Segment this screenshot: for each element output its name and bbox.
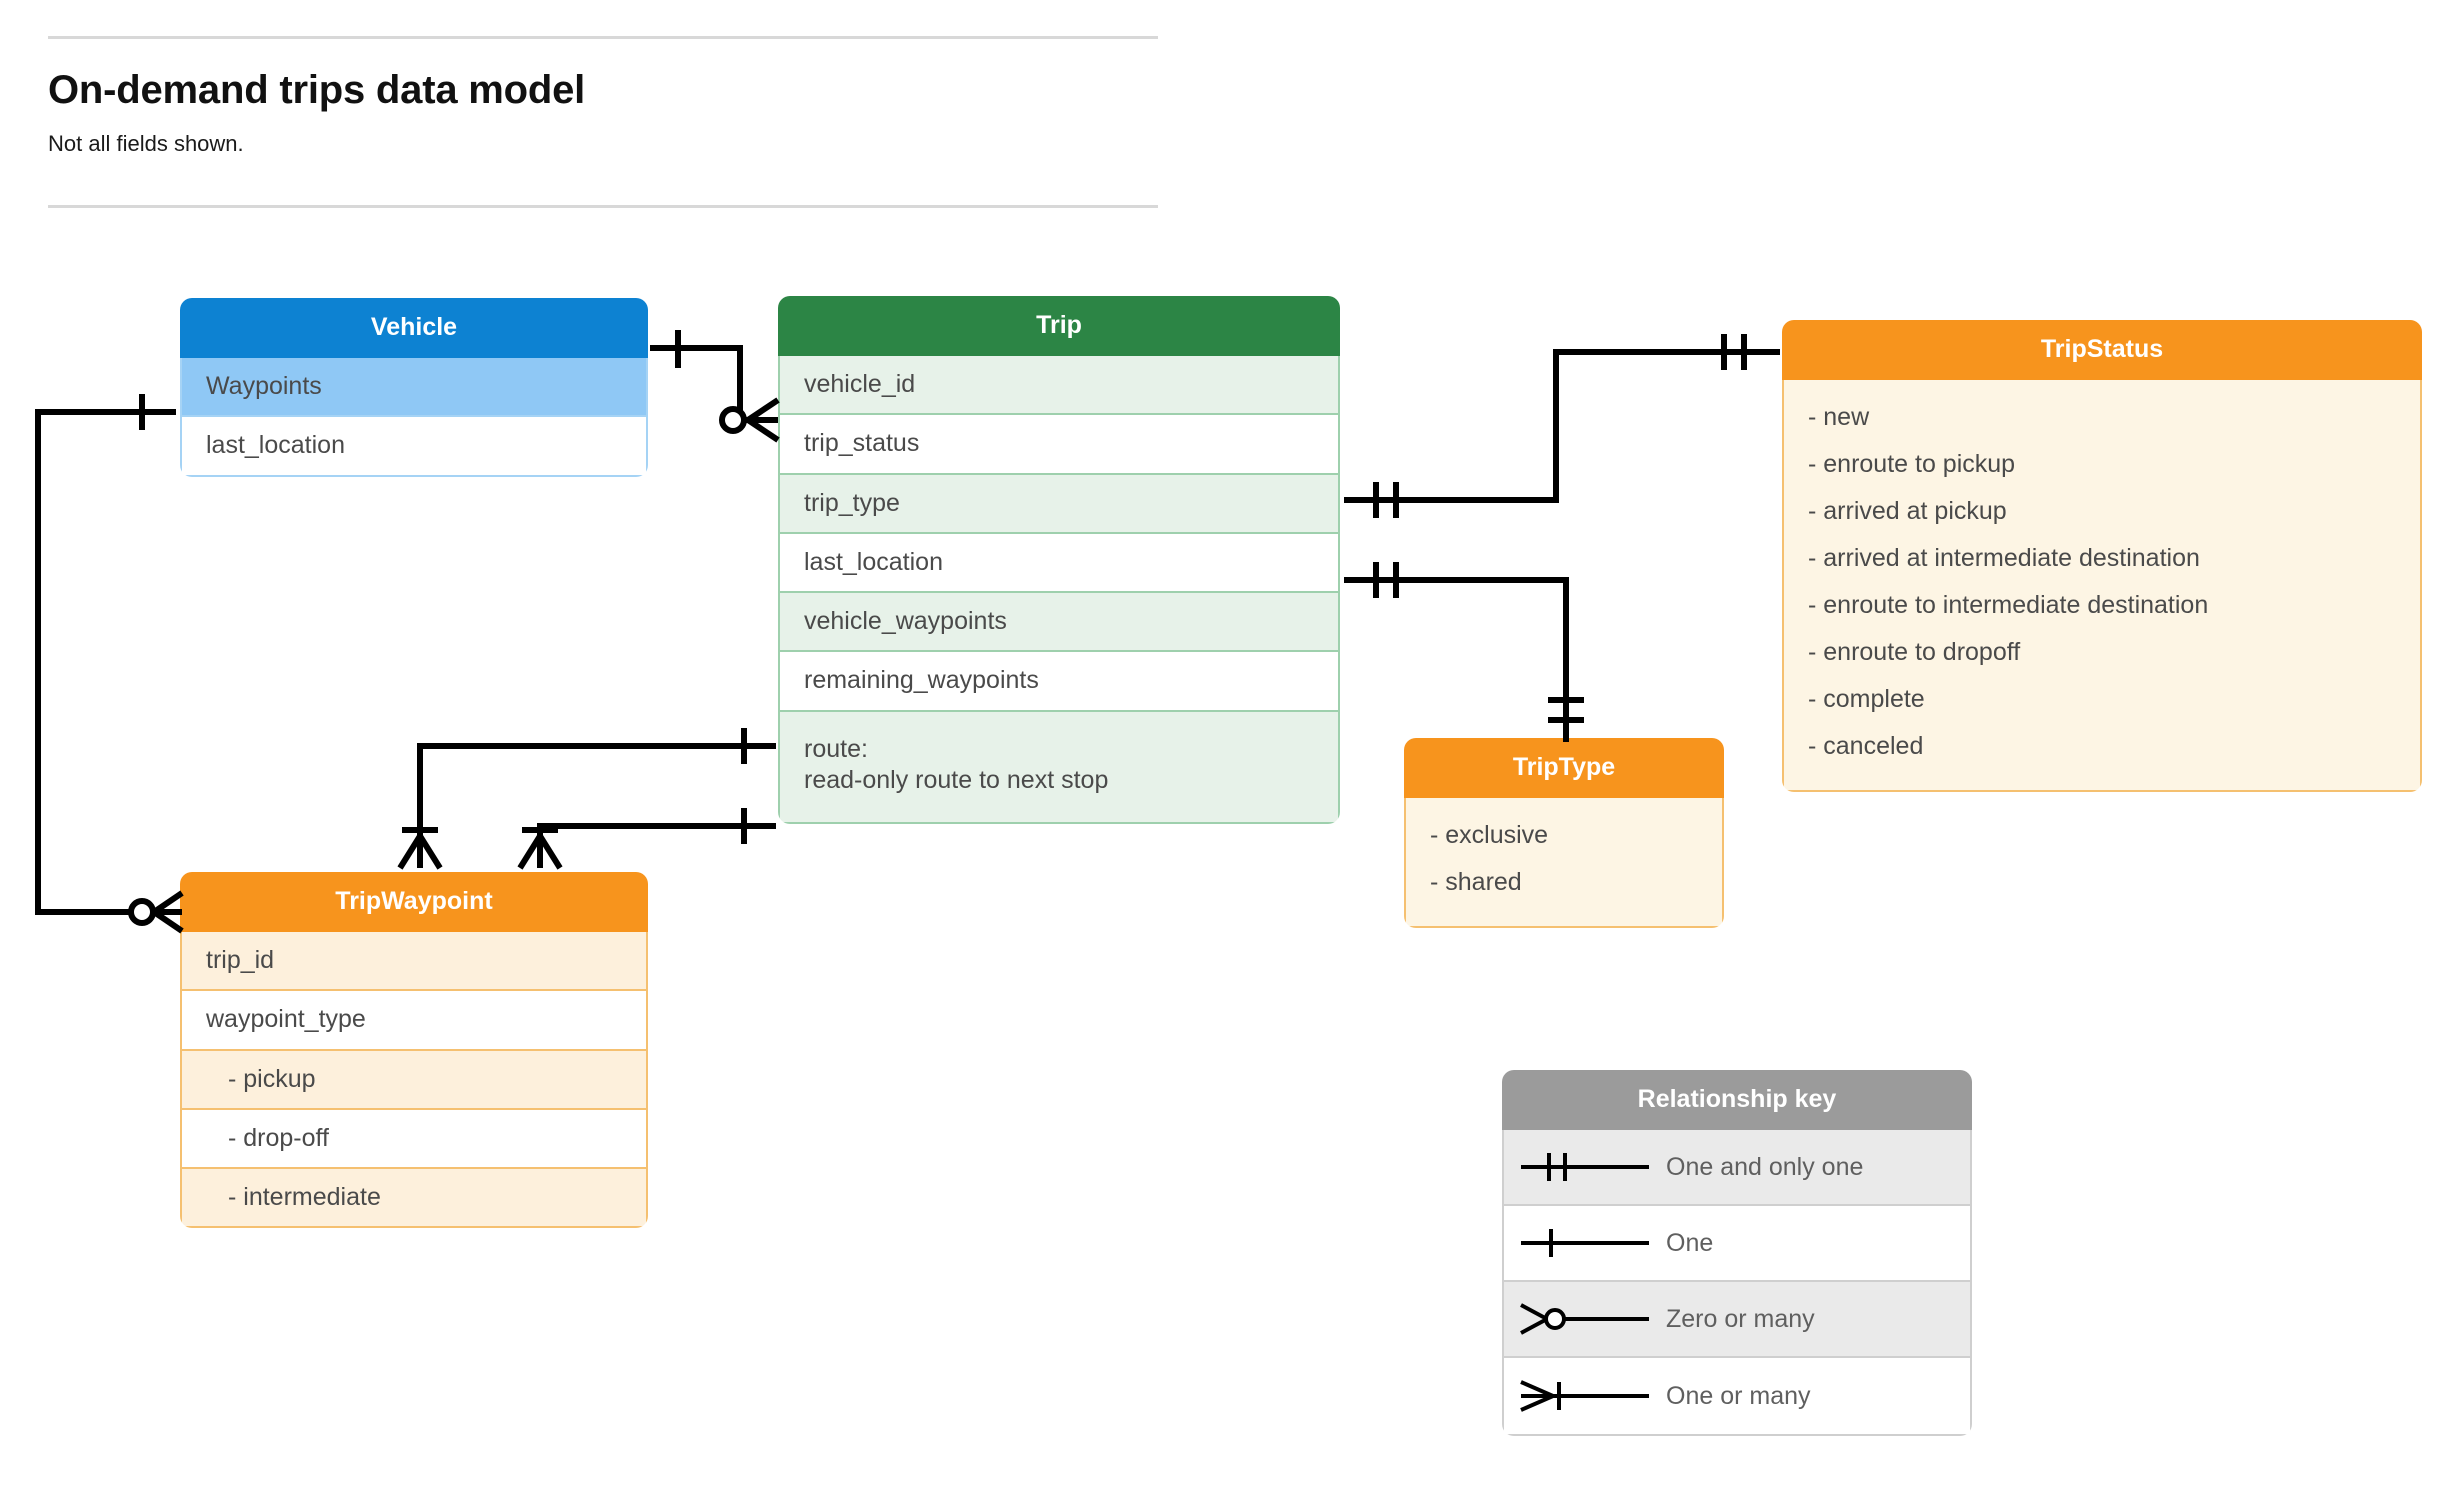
connector-remaining-waypoints-link [537, 823, 776, 868]
connector-vehicle-to-trip [650, 345, 762, 423]
one-or-many-icon [1504, 1376, 1666, 1416]
entity-trip-waypoint[interactable]: TripWaypoint trip_id waypoint_type - pic… [180, 872, 648, 1229]
field-trip-trip-type[interactable]: trip_type [780, 474, 1338, 534]
legend-label: One or many [1666, 1381, 1811, 1410]
entity-trip-type-body: - exclusive - shared [1404, 798, 1724, 928]
legend-row: One and only one [1504, 1130, 1970, 1206]
enum-value: - exclusive [1430, 821, 1549, 849]
connector-vehicle-waypoints-link [417, 743, 776, 868]
field-trip-remaining-waypoints[interactable]: remaining_waypoints [780, 652, 1338, 712]
enum-waypoint-intermediate: - intermediate [182, 1169, 646, 1227]
crow-lower [152, 909, 184, 934]
connector-trip-type [1344, 577, 1569, 742]
field-waypoint-trip-id[interactable]: trip_id [182, 932, 646, 992]
enum-waypoint-pickup: - pickup [182, 1050, 646, 1110]
connector-trip-status [1344, 349, 1780, 503]
legend-label: One [1666, 1228, 1714, 1257]
legend-label: Zero or many [1666, 1304, 1815, 1333]
legend-row: Zero or many [1504, 1282, 1970, 1358]
field-trip-route[interactable]: route: read-only route to next stop [780, 711, 1338, 822]
crow-upper [746, 397, 780, 423]
field-trip-trip-status[interactable]: trip_status [780, 415, 1338, 475]
enum-value: - enroute to intermediate destination [1808, 591, 2209, 619]
crow-left [517, 834, 543, 870]
entity-vehicle-title: Vehicle [180, 298, 648, 358]
enum-value: - arrived at pickup [1808, 497, 2007, 525]
entity-trip[interactable]: Trip vehicle_id trip_status trip_type la… [778, 296, 1340, 824]
enum-value: - complete [1808, 685, 1925, 713]
enum-waypoint-dropoff: - drop-off [182, 1110, 646, 1169]
field-waypoint-type[interactable]: waypoint_type [182, 991, 646, 1051]
relationship-key-title: Relationship key [1502, 1070, 1972, 1130]
entity-trip-type-title: TripType [1404, 738, 1724, 798]
crow-lower [746, 417, 780, 443]
field-vehicle-waypoints[interactable]: Waypoints [182, 358, 646, 418]
entity-trip-type[interactable]: TripType - exclusive - shared [1404, 738, 1724, 928]
entity-trip-status[interactable]: TripStatus - new - enroute to pickup - a… [1782, 320, 2422, 792]
page-subtitle: Not all fields shown. [48, 131, 244, 156]
crow-right [537, 834, 563, 870]
enum-value: - enroute to pickup [1808, 450, 2016, 478]
one-and-only-one-icon [1504, 1147, 1666, 1187]
legend-label: One and only one [1666, 1152, 1864, 1181]
field-vehicle-last-location[interactable]: last_location [206, 431, 345, 460]
bottom-divider [48, 205, 1158, 208]
entity-trip-status-title: TripStatus [1782, 320, 2422, 380]
relationship-key-body: One and only one One [1502, 1130, 1972, 1436]
field-trip-vehicle-id[interactable]: vehicle_id [780, 356, 1338, 416]
top-divider [48, 36, 1158, 39]
legend-row: One [1504, 1206, 1970, 1282]
entity-vehicle-body: Waypoints last_location [180, 358, 648, 477]
entity-trip-waypoint-title: TripWaypoint [180, 872, 648, 932]
one-icon [1504, 1223, 1666, 1263]
entity-vehicle[interactable]: Vehicle Waypoints last_location [180, 298, 648, 477]
field-trip-vehicle-waypoints[interactable]: vehicle_waypoints [780, 593, 1338, 653]
enum-value: - new [1808, 403, 1870, 431]
entity-trip-status-body: - new - enroute to pickup - arrived at p… [1782, 380, 2422, 792]
connector-vehicle-waypoints-to-tripwaypoint [35, 409, 176, 915]
crow-right [417, 834, 443, 870]
entity-trip-waypoint-body: trip_id waypoint_type - pickup - drop-of… [180, 932, 648, 1229]
entity-trip-body: vehicle_id trip_status trip_type last_lo… [778, 356, 1340, 824]
field-trip-last-location[interactable]: last_location [780, 534, 1338, 593]
zero-or-many-icon [1504, 1299, 1666, 1339]
crow-left [397, 834, 423, 870]
crow-upper [152, 890, 184, 915]
relationship-key-legend: Relationship key One and only one [1502, 1070, 1972, 1436]
enum-value: - canceled [1808, 732, 1924, 760]
enum-value: - enroute to dropoff [1808, 638, 2021, 666]
page-title: On-demand trips data model [48, 68, 586, 112]
entity-trip-title: Trip [778, 296, 1340, 356]
enum-value: - shared [1430, 868, 1522, 896]
legend-row: One or many [1504, 1358, 1970, 1434]
enum-value: - arrived at intermediate destination [1808, 544, 2200, 572]
